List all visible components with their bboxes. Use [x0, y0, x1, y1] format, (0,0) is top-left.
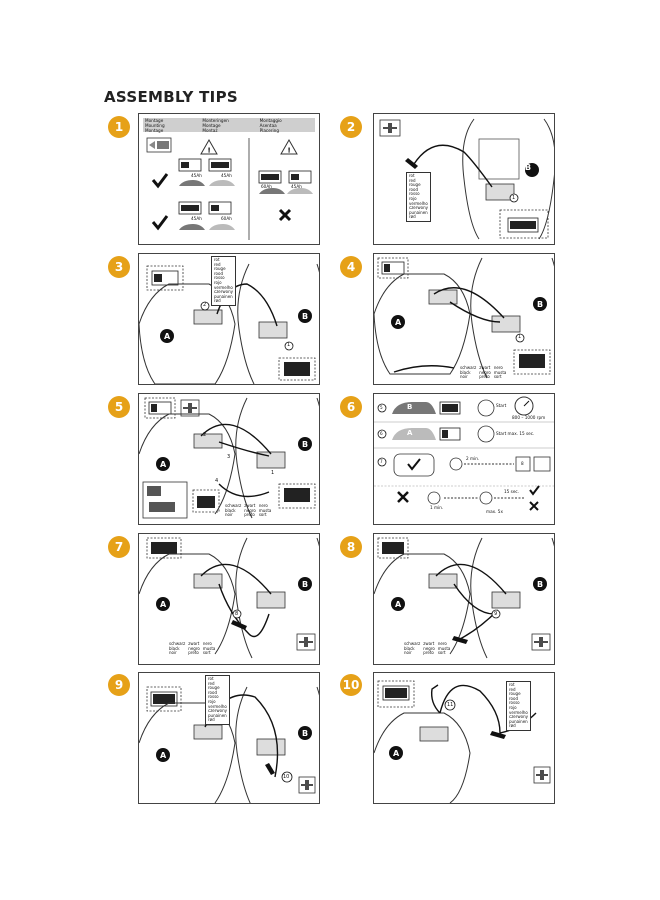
svg-text:!: !	[288, 147, 291, 155]
panel-6-illustration	[374, 396, 554, 511]
step-badge-8: 8	[340, 536, 362, 558]
warning-triangle-icon: !	[200, 138, 218, 155]
car-label-a: A	[407, 429, 413, 437]
panel-5-illustration	[139, 397, 319, 519]
car-label-b: B	[525, 163, 532, 172]
panel-6: 5 6 7 B A Start 800 – 1000 rpm Start max…	[373, 393, 555, 525]
arrows-apart-icon	[299, 637, 313, 647]
page-title: ASSEMBLY TIPS	[104, 88, 238, 106]
car-label-a: A	[395, 600, 402, 609]
arrows-apart-icon	[301, 780, 313, 790]
panel-3-illustration	[139, 263, 319, 384]
car-label-b: B	[407, 403, 413, 411]
panel-9-illustration	[139, 686, 319, 803]
step-badge-4: 4	[340, 256, 362, 278]
panel-2-illustration	[379, 118, 554, 240]
panel-8-illustration	[374, 537, 554, 659]
car-label-a: A	[160, 460, 167, 469]
panel-7-illustration	[139, 537, 319, 659]
panel-4-illustration	[374, 257, 554, 379]
step-badge-10: 10	[340, 674, 362, 696]
step-badge-1: 1	[108, 116, 130, 138]
svg-text:!: !	[208, 147, 211, 155]
step-badge-7: 7	[108, 536, 130, 558]
arrows-apart-icon	[534, 637, 548, 647]
cross-icon	[278, 208, 292, 222]
car-label-b: B	[537, 580, 544, 589]
car-label-a: A	[393, 749, 400, 758]
warning-triangle-icon: !	[280, 138, 298, 155]
car-label-a: A	[160, 600, 167, 609]
car-label-a: A	[164, 332, 171, 341]
car-label-b: B	[302, 440, 309, 449]
car-label-b: B	[537, 300, 544, 309]
arrows-together-icon	[383, 123, 397, 133]
check-icon	[151, 173, 169, 189]
arrows-apart-icon	[536, 770, 548, 780]
step-badge-5: 5	[108, 396, 130, 418]
arrows-together-icon	[183, 403, 197, 413]
car-label-b: B	[302, 729, 309, 738]
panel-1-illustration: ! !	[146, 137, 313, 240]
step-badge-9: 9	[108, 674, 130, 696]
car-label-a: A	[160, 751, 167, 760]
step-badge-2: 2	[340, 116, 362, 138]
car-label-a: A	[395, 318, 402, 327]
step-badge-6: 6	[340, 396, 362, 418]
check-icon	[151, 215, 169, 231]
step-badge-3: 3	[108, 256, 130, 278]
car-label-b: B	[302, 580, 309, 589]
car-label-b: B	[302, 312, 309, 321]
